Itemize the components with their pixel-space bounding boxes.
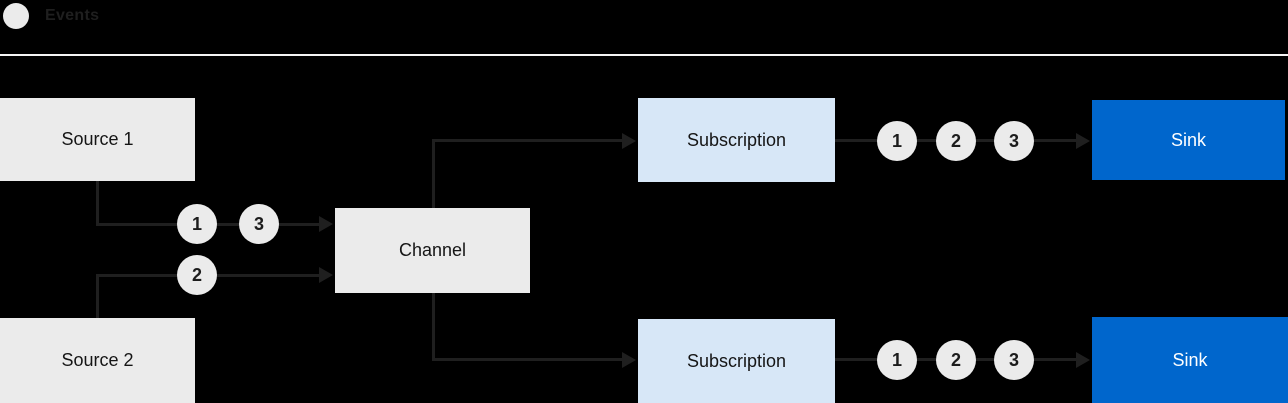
event-marker: 2 — [936, 340, 976, 380]
connector-channel-up — [432, 140, 435, 208]
events-legend-circle-icon — [3, 3, 29, 29]
arrowhead-into-subscription-bottom — [622, 352, 636, 368]
connector-channel-to-subscription-top — [432, 139, 623, 142]
sink-bottom-node: Sink — [1092, 317, 1288, 403]
sink-top-node: Sink — [1092, 100, 1285, 180]
event-marker: 2 — [177, 255, 217, 295]
separator-line — [0, 54, 1288, 56]
source-2-node: Source 2 — [0, 318, 195, 403]
connector-source2-up — [96, 274, 99, 318]
event-marker: 1 — [877, 340, 917, 380]
event-marker: 2 — [936, 121, 976, 161]
arrowhead-into-channel-bottom — [319, 267, 333, 283]
events-legend-label: Events — [45, 7, 100, 24]
connector-source1-down — [96, 181, 99, 226]
connector-channel-down — [432, 293, 435, 361]
connector-channel-to-subscription-bottom — [432, 358, 623, 361]
source-1-node: Source 1 — [0, 98, 195, 181]
arrowhead-into-subscription-top — [622, 133, 636, 149]
arrowhead-into-channel-top — [319, 216, 333, 232]
subscription-top-node: Subscription — [638, 98, 835, 182]
event-marker: 1 — [877, 121, 917, 161]
channel-node: Channel — [335, 208, 530, 293]
subscription-bottom-node: Subscription — [638, 319, 835, 403]
arrowhead-into-sink-bottom — [1076, 352, 1090, 368]
event-marker: 3 — [994, 340, 1034, 380]
event-marker: 3 — [239, 204, 279, 244]
arrowhead-into-sink-top — [1076, 133, 1090, 149]
event-marker: 3 — [994, 121, 1034, 161]
event-marker: 1 — [177, 204, 217, 244]
